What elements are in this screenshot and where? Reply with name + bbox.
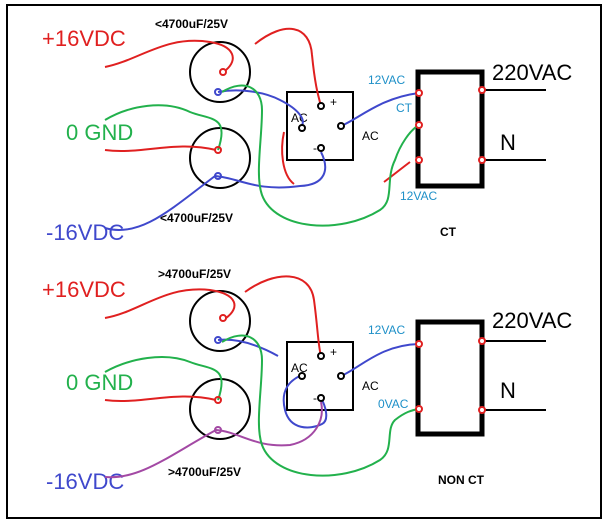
bottom-neg-label: -16VDC xyxy=(46,469,124,494)
bottom-cap-bottom-label: >4700uF/25V xyxy=(168,465,241,479)
bottom-transformer xyxy=(415,319,485,437)
top-pos-label: +16VDC xyxy=(42,26,126,51)
bottom-tap-bottom: 0VAC xyxy=(378,397,409,411)
bottom-negative-alt-wires xyxy=(104,401,323,479)
top-bridge-rectifier xyxy=(286,91,354,161)
top-cap-bottom-label: <4700uF/25V xyxy=(160,211,233,225)
bottom-transformer-type: NON CT xyxy=(438,473,485,487)
bottom-bridge-minus: - xyxy=(313,391,317,405)
top-bridge-ac-right: AC xyxy=(362,129,379,143)
top-transformer-type: CT xyxy=(440,225,457,239)
top-tap-top: 12VAC xyxy=(368,73,405,87)
bottom-gnd-label: 0 GND xyxy=(66,370,133,395)
bottom-bridge-ac-right: AC xyxy=(362,379,379,393)
bottom-neutral-label: N xyxy=(500,378,516,403)
top-transformer xyxy=(415,69,485,189)
top-tap-center: CT xyxy=(396,101,413,115)
bottom-pos-label: +16VDC xyxy=(42,277,126,302)
bottom-circuit: +16VDC 0 GND -16VDC >4700uF/25V >4700uF/… xyxy=(42,267,572,494)
top-capacitor-1 xyxy=(189,41,251,103)
bottom-bridge-plus: + xyxy=(330,345,337,359)
bottom-tap-top: 12VAC xyxy=(368,323,405,337)
bottom-bridge-ac-left: AC xyxy=(291,361,308,375)
top-circuit: +16VDC 0 GND -16VDC <4700uF/25V <4700uF/… xyxy=(42,17,572,245)
top-negative-wires xyxy=(104,89,420,231)
bottom-positive-wires xyxy=(104,275,322,403)
top-bridge-minus: - xyxy=(313,141,317,155)
top-mains-label: 220VAC xyxy=(492,60,572,85)
top-gnd-label: 0 GND xyxy=(66,120,133,145)
bottom-cap-top-label: >4700uF/25V xyxy=(158,267,231,281)
top-bridge-plus: + xyxy=(330,95,337,109)
top-neutral-label: N xyxy=(500,130,516,155)
bottom-bridge-rectifier xyxy=(286,341,354,411)
top-cap-top-label: <4700uF/25V xyxy=(155,17,228,31)
top-ground-wires xyxy=(104,84,420,227)
bottom-terminals xyxy=(214,314,486,434)
top-positive-wires xyxy=(104,27,411,185)
outer-border xyxy=(6,4,602,519)
top-terminals xyxy=(214,68,486,180)
bottom-negative-wires xyxy=(217,338,420,429)
top-neg-label: -16VDC xyxy=(46,220,124,245)
bottom-mains-label: 220VAC xyxy=(492,308,572,333)
top-tap-bottom: 12VAC xyxy=(400,189,437,203)
bottom-ground-wires xyxy=(104,334,420,477)
bottom-capacitor-1 xyxy=(189,290,251,352)
bottom-capacitor-2 xyxy=(189,378,251,440)
